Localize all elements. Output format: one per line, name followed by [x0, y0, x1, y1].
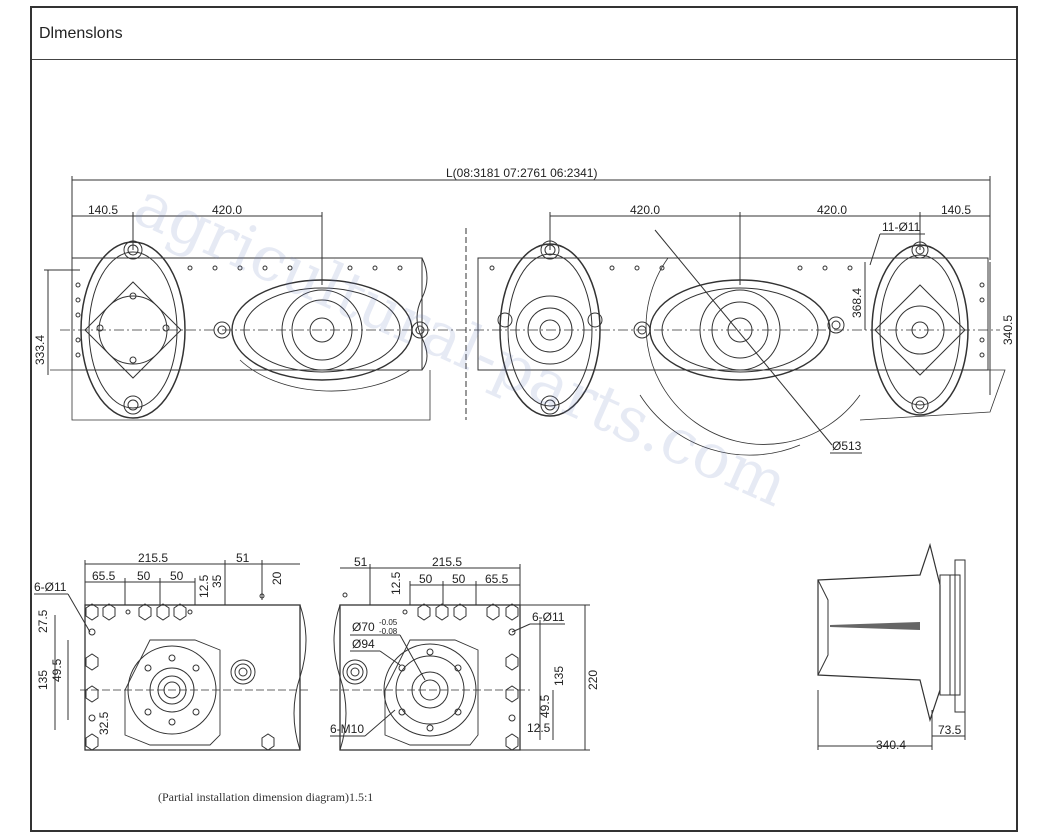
page-title: Dlmenslons: [39, 25, 123, 42]
left-disc-housing: [213, 279, 429, 392]
left-v4-label: 32.5: [97, 711, 111, 735]
right-holes-label: 6-Ø11: [532, 610, 565, 624]
left-offset-label: 140.5: [88, 203, 118, 217]
left-width-label: 215.5: [138, 551, 168, 565]
bar-holes: [75, 265, 985, 358]
left-holes-label: 6-Ø11: [34, 580, 67, 594]
detail-right-view: 51 215.5 12.5 50 50 65.5 Ø70 -0.05 -0.08…: [330, 555, 600, 751]
right-height-label: 340.5: [1001, 315, 1015, 345]
right-spacing-c-label: 50: [452, 572, 466, 586]
mid-spacing-2-label: 420.0: [817, 203, 847, 217]
right-tol-upper-label: -0.05: [379, 618, 398, 627]
left-spacing-a-label: 65.5: [92, 569, 116, 583]
left-gearbox: [80, 240, 186, 419]
right-small-a-label: 12.5: [389, 571, 403, 595]
side-length-label: 340.4: [876, 738, 906, 752]
right-v4-label: 12.5: [527, 721, 551, 735]
holes-label: 11-Ø11: [882, 220, 921, 234]
right-v1-label: 135: [552, 666, 566, 686]
right-threads-label: 6-M10: [330, 722, 364, 736]
overall-length-label: L(08:3181 07:2761 06:2341): [446, 166, 597, 180]
right-tol-lower-label: -0.08: [379, 627, 398, 636]
frame-bar-left: [71, 257, 423, 371]
detail-left-plate: [84, 604, 301, 751]
right-spacing-b-label: 50: [419, 572, 433, 586]
left-small-b-label: 35: [210, 574, 224, 588]
header-bar: Dlmenslons: [32, 8, 1016, 60]
left-spacing-b-label: 50: [137, 569, 151, 583]
left-spacing-label: 420.0: [212, 203, 242, 217]
right-offset-label: 140.5: [941, 203, 971, 217]
middle-gearbox: [497, 240, 603, 417]
caption-text: (Partial installation dimension diagram)…: [158, 790, 374, 804]
detail-left-view: 215.5 51 65.5 50 50 12.5 35 20 6-Ø11 27.…: [34, 551, 310, 751]
left-hub: [124, 639, 256, 746]
left-small-a-label: 12.5: [197, 574, 211, 598]
left-v3-label: 49.5: [50, 658, 64, 682]
right-spacing-a-label: 65.5: [485, 572, 509, 586]
top-view: L(08:3181 07:2761 06:2341) 140.5 420.0 4…: [33, 166, 1015, 456]
side-offset-label: 73.5: [938, 723, 962, 737]
left-v1-label: 27.5: [36, 609, 50, 633]
right-disc-housing: [633, 229, 861, 456]
right-v2-label: 220: [586, 670, 600, 690]
left-v2-label: 135: [36, 670, 50, 690]
left-spacing-c-label: 50: [170, 569, 184, 583]
right-end-gearbox: [871, 241, 969, 416]
left-plate-bolts: [85, 603, 275, 751]
mid-spacing-1-label: 420.0: [630, 203, 660, 217]
right-plate-bolts: [342, 592, 519, 751]
right-bore-label: Ø70: [352, 620, 375, 634]
left-small-c-label: 20: [270, 571, 284, 585]
disc-diameter-label: Ø513: [832, 439, 862, 453]
inner-height-label: 368.4: [850, 288, 864, 318]
right-width-label: 215.5: [432, 555, 462, 569]
left-height-label: 333.4: [33, 335, 47, 365]
side-view: 340.4 73.5: [817, 542, 966, 752]
left-offset-label: 51: [236, 551, 250, 565]
right-offset-label: 51: [354, 555, 368, 569]
right-v3-label: 49.5: [538, 694, 552, 718]
right-flange-label: Ø94: [352, 637, 375, 651]
watermark-text: agricultural-parts.com: [124, 167, 799, 521]
drawing-frame: Dlmenslons: [30, 6, 1018, 832]
